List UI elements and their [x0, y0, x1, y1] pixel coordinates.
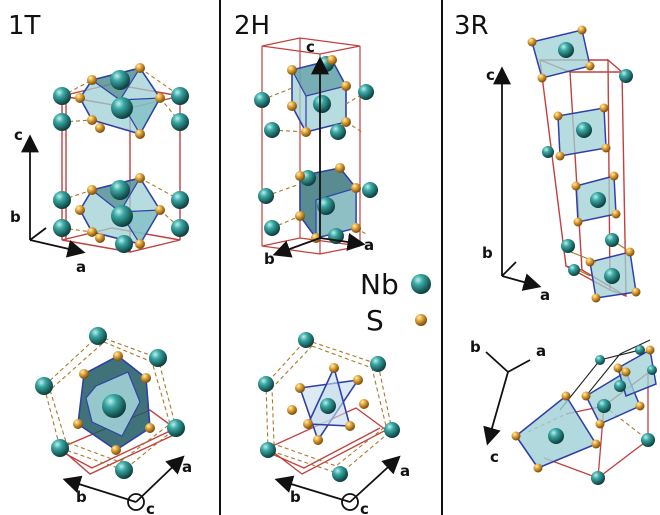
axis-label-c-3r: c [486, 66, 495, 84]
panel-3r: 3R [454, 11, 657, 485]
axis-label-a-2h: a [364, 236, 374, 254]
axis-label-c-bottom-3r: c [490, 448, 499, 466]
panel-title-3r: 3R [454, 11, 489, 41]
axes-top-3r [493, 66, 542, 291]
axis-label-a-1t: a [76, 258, 86, 276]
legend-swatch-nb [411, 274, 431, 294]
projection-1t [35, 327, 185, 479]
nb-atoms-3r [542, 42, 633, 284]
axis-label-a-bottom-1t: a [182, 458, 192, 476]
legend-swatch-s [415, 314, 427, 326]
axis-label-b-bottom-2h: b [290, 488, 301, 506]
projection-2h [258, 332, 400, 482]
panel-title-2h: 2H [234, 11, 270, 41]
axes-bottom-1t [62, 455, 185, 511]
axes-bottom-2h [274, 455, 401, 511]
axes-top-1t [21, 134, 86, 258]
panel-1t: 1T [8, 11, 192, 515]
s-atoms-2h [287, 55, 361, 243]
s-atoms-3r [527, 25, 641, 303]
axis-label-b-3r: b [482, 244, 493, 262]
axis-label-c-1t: c [14, 126, 23, 144]
panel-title-1t: 1T [8, 11, 41, 41]
axis-label-b-2h: b [264, 250, 275, 268]
legend: Nb S [360, 268, 431, 337]
axis-label-b-bottom-3r: b [470, 338, 481, 356]
projection-3r [511, 339, 657, 485]
nb-atoms-1t [53, 70, 189, 253]
axes-top-2h [272, 56, 366, 258]
panel-2h: 2H [234, 11, 431, 515]
axis-label-b-bottom-1t: b [76, 488, 87, 506]
s-atoms-1t [75, 63, 165, 249]
axis-label-c-bottom-1t: c [146, 500, 155, 515]
axis-label-a-bottom-3r: a [536, 342, 546, 360]
axis-label-c-bottom-2h: c [360, 500, 369, 515]
legend-label-nb: Nb [360, 268, 399, 301]
axes-bottom-3r [483, 351, 531, 446]
axis-label-b-1t: b [10, 208, 21, 226]
axis-label-a-3r: a [540, 286, 550, 304]
axis-label-c-2h: c [306, 38, 315, 56]
legend-label-s: S [366, 304, 384, 337]
axis-label-a-bottom-2h: a [400, 462, 410, 480]
